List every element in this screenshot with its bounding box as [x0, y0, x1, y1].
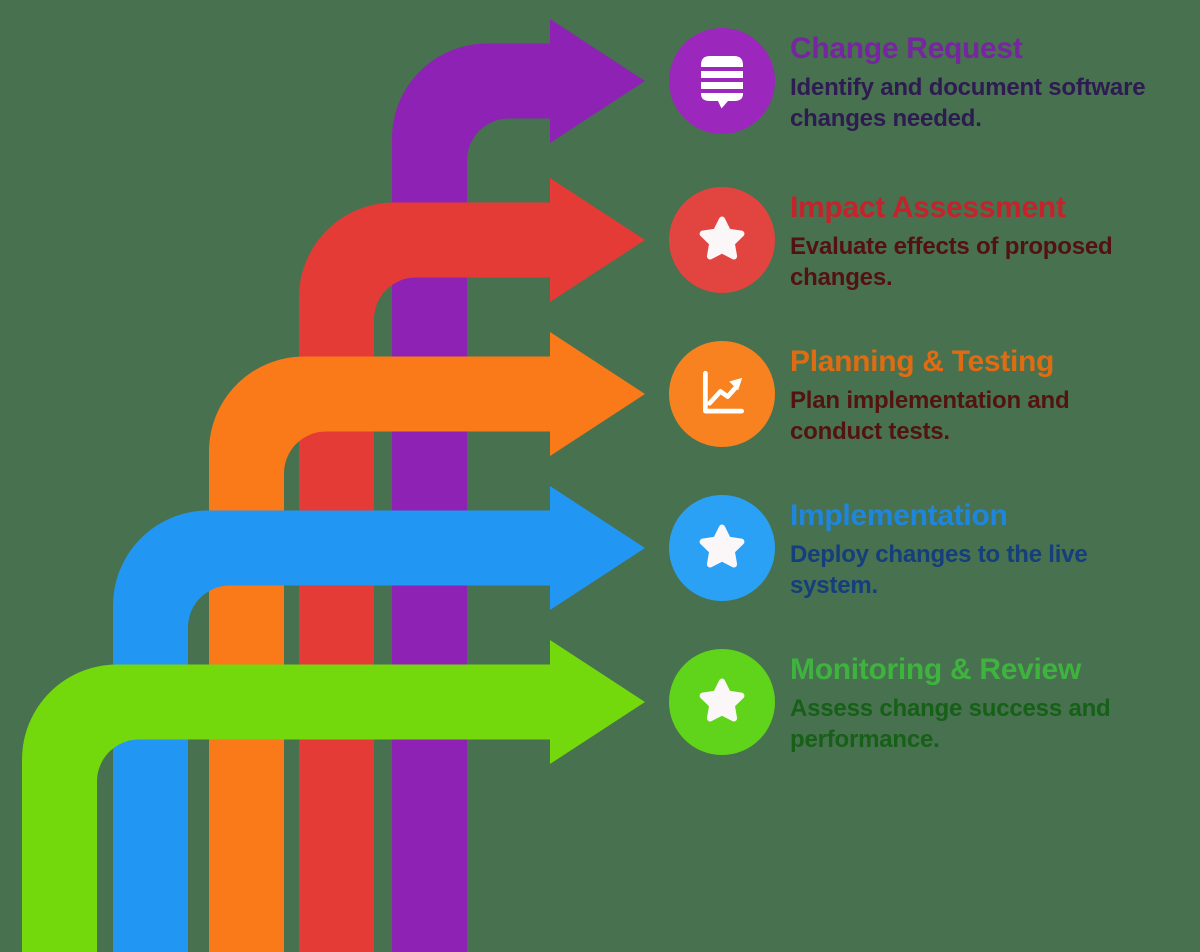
- arrow-implementation: [113, 486, 645, 952]
- chart-icon: [703, 370, 745, 414]
- step-icon-circle: [669, 495, 775, 601]
- star-icon: [699, 216, 745, 260]
- step-row-implementation: Implementation Deploy changes to the liv…: [669, 495, 1189, 605]
- step-description: Evaluate effects of proposed changes.: [790, 233, 1113, 291]
- step-icon-circle: [669, 28, 775, 134]
- step-text: Change Request Identify and document sof…: [790, 32, 1200, 134]
- step-row-planning-testing: Planning & Testing Plan implementation a…: [669, 341, 1189, 451]
- star-icon: [699, 678, 745, 722]
- arrow-change-request: [392, 19, 645, 952]
- step-icon-circle: [669, 649, 775, 755]
- step-title: Implementation: [790, 499, 1008, 532]
- step-text: Monitoring & Review Assess change succes…: [790, 653, 1200, 755]
- step-description: Identify and document software changes n…: [790, 74, 1146, 132]
- step-title: Change Request: [790, 32, 1023, 65]
- step-row-change-request: Change Request Identify and document sof…: [669, 28, 1189, 138]
- step-title: Monitoring & Review: [790, 653, 1081, 686]
- step-text: Planning & Testing Plan implementation a…: [790, 345, 1200, 447]
- step-description: Plan implementation and conduct tests.: [790, 387, 1070, 445]
- step-row-impact-assessment: Impact Assessment Evaluate effects of pr…: [669, 187, 1189, 297]
- step-description: Assess change success and performance.: [790, 695, 1111, 753]
- step-text: Implementation Deploy changes to the liv…: [790, 499, 1200, 601]
- chat-lines-icon: [701, 56, 743, 109]
- step-text: Impact Assessment Evaluate effects of pr…: [790, 191, 1200, 293]
- step-description: Deploy changes to the live system.: [790, 541, 1088, 599]
- arrow-monitoring-review: [22, 640, 645, 952]
- step-icon-circle: [669, 187, 775, 293]
- step-title: Planning & Testing: [790, 345, 1055, 378]
- step-title: Impact Assessment: [790, 191, 1066, 224]
- step-row-monitoring-review: Monitoring & Review Assess change succes…: [669, 649, 1189, 759]
- step-icon-circle: [669, 341, 775, 447]
- star-icon: [699, 524, 745, 568]
- arrow-planning-testing: [209, 332, 645, 952]
